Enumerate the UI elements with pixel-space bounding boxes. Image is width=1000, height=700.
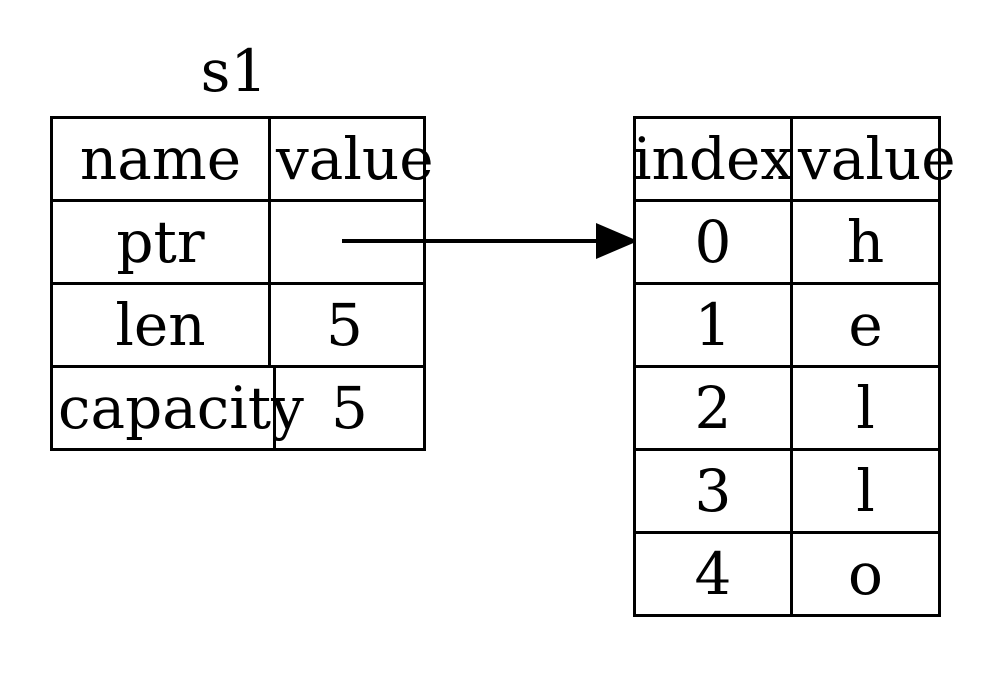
heap-cell-index-3: 3 (694, 457, 732, 525)
heap-cell-value-3: l (790, 451, 938, 531)
stack-cell-capacity-name: capacity (58, 374, 304, 442)
table-row: len 5 (53, 282, 423, 365)
heap-cell-value-1: e (790, 285, 938, 365)
variable-name-label: s1 (200, 37, 268, 105)
table-row: 4 o (636, 531, 938, 614)
table-row: 1 e (636, 282, 938, 365)
stack-header-name: name (79, 125, 242, 193)
table-row: 2 l (636, 365, 938, 448)
heap-cell-value-0: h (790, 202, 938, 282)
stack-cell-len-value: 5 (268, 285, 418, 365)
heap-header-index: index (632, 125, 794, 193)
heap-header-value: value (790, 119, 956, 199)
stack-cell-len-name: len (115, 291, 206, 359)
table-header-row: name value (53, 119, 434, 199)
table-row: capacity 5 (53, 365, 423, 448)
heap-cell-index-2: 2 (694, 374, 732, 442)
heap-cell-index-4: 4 (694, 540, 732, 608)
table-header-row: index value (632, 119, 956, 199)
stack-table: name value ptr len 5 capacity 5 (50, 116, 434, 451)
pointer-line (342, 239, 598, 243)
heap-cell-index-0: 0 (694, 208, 732, 276)
heap-cell-index-1: 1 (694, 291, 732, 359)
table-row: 0 h (636, 199, 938, 282)
arrowhead-icon (596, 223, 638, 259)
stack-cell-ptr-name: ptr (116, 208, 205, 276)
table-row: 3 l (636, 448, 938, 531)
heap-table: index value 0 h 1 e 2 l 3 l 4 o (632, 116, 956, 617)
table-row: ptr (53, 199, 423, 282)
stack-cell-ptr-value (268, 202, 418, 282)
stack-cell-capacity-value: 5 (273, 368, 423, 448)
heap-cell-value-2: l (790, 368, 938, 448)
heap-cell-value-4: o (790, 534, 938, 614)
stack-header-value: value (268, 119, 434, 199)
